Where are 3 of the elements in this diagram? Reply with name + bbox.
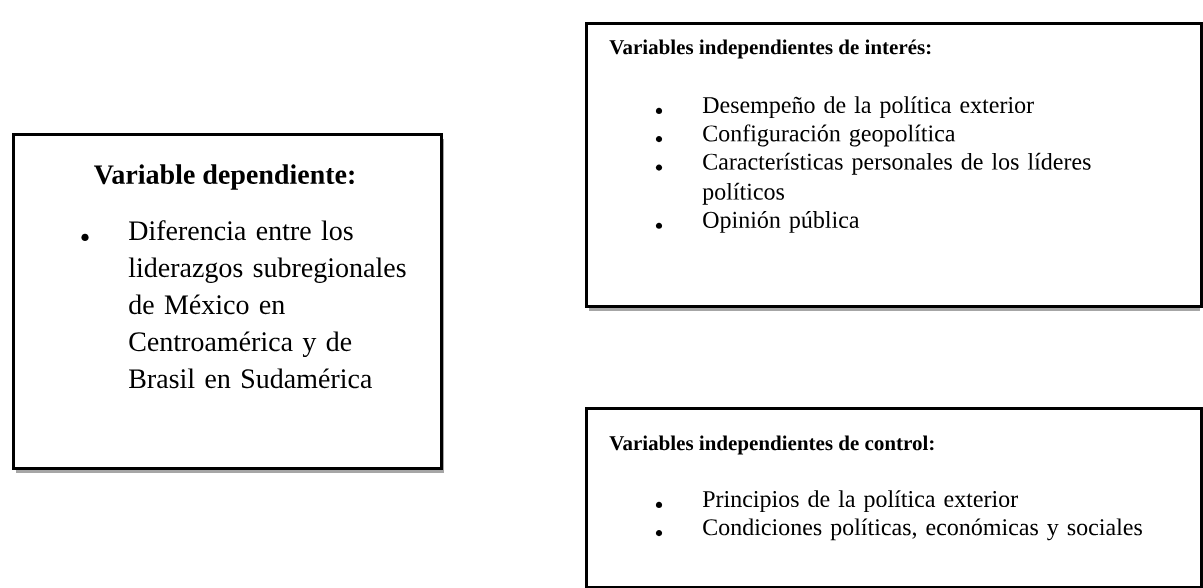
- bullet-item: Condiciones políticas, económicas y sociales: [655, 518, 1142, 541]
- bullet-item: Principios de la política exterior: [655, 490, 1018, 512]
- heading: Variables independientes de control:: [609, 435, 934, 455]
